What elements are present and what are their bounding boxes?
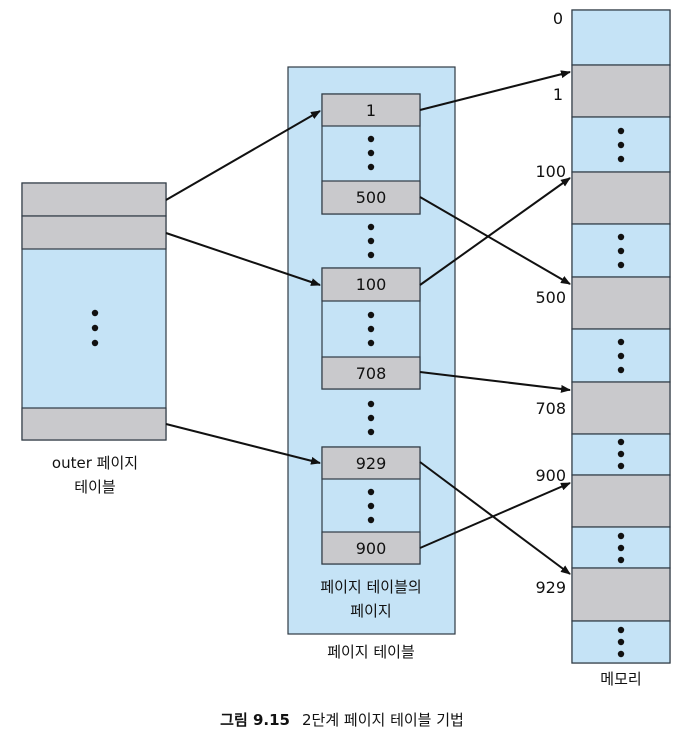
page-table-entry-900: 900 — [356, 539, 387, 558]
page-table-page-3 — [321, 446, 421, 565]
page-table-entry-929: 929 — [356, 454, 387, 473]
page-table-label: 페이지 테이블 — [327, 643, 415, 661]
vertical-ellipsis-icon — [617, 338, 625, 374]
arrow-icon — [419, 177, 571, 286]
outer-table-label-line2: 테이블 — [74, 478, 115, 496]
outer-table-label-line1: outer 페이지 — [52, 454, 138, 472]
outer-entry-1 — [21, 182, 167, 217]
memory-address-929: 929 — [535, 578, 566, 597]
arrow-icon — [165, 232, 321, 286]
arrow-icon — [419, 482, 571, 549]
arrow-icon — [419, 70, 571, 111]
arrow-icon — [419, 371, 571, 393]
vertical-ellipsis-icon — [367, 400, 375, 436]
arrow-icon — [419, 196, 571, 285]
vertical-ellipsis-icon — [91, 309, 99, 347]
page-table-entry-708: 708 — [356, 364, 387, 383]
page-table-entry-100: 100 — [356, 275, 387, 294]
mapping-arrows — [165, 70, 571, 575]
memory-frame-100 — [571, 171, 671, 225]
memory-label: 메모리 — [600, 670, 641, 688]
outer-entry-last — [21, 407, 167, 441]
vertical-ellipsis-icon — [617, 127, 625, 163]
page-table-entry-1: 1 — [366, 101, 376, 120]
arrow-icon — [165, 423, 321, 465]
memory-frame-900 — [571, 474, 671, 528]
vertical-ellipsis-icon — [367, 488, 375, 524]
memory-address-0: 0 — [553, 9, 563, 28]
memory-frame-0 — [571, 9, 671, 66]
vertical-ellipsis-icon — [617, 438, 625, 470]
figure-title: 2단계 페이지 테이블 기법 — [302, 711, 464, 729]
vertical-ellipsis-icon — [367, 311, 375, 347]
memory-column — [571, 9, 671, 664]
memory-address-900: 900 — [535, 466, 566, 485]
vertical-ellipsis-icon — [617, 532, 625, 564]
page-table-entry-500: 500 — [356, 188, 387, 207]
vertical-ellipsis-icon — [367, 223, 375, 259]
vertical-ellipsis-icon — [617, 233, 625, 269]
arrow-icon — [419, 461, 571, 575]
memory-address-100: 100 — [535, 162, 566, 181]
arrow-icon — [165, 110, 321, 201]
page-table-inner-label-line1: 페이지 테이블의 — [320, 578, 421, 596]
memory-address-708: 708 — [535, 399, 566, 418]
memory-address-1: 1 — [553, 85, 563, 104]
figure-caption: 그림 9.15 2단계 페이지 테이블 기법 — [220, 711, 464, 729]
memory-frame-500 — [571, 276, 671, 330]
memory-frame-1 — [571, 64, 671, 118]
outer-entry-2 — [21, 215, 167, 250]
outer-page-table — [21, 182, 167, 441]
figure-number: 그림 9.15 — [220, 711, 290, 729]
vertical-ellipsis-icon — [617, 626, 625, 658]
page-table-inner-label-line2: 페이지 — [350, 602, 391, 620]
page-table-page-1 — [321, 93, 421, 215]
memory-frame-929 — [571, 567, 671, 622]
memory-frame-708 — [571, 381, 671, 435]
vertical-ellipsis-icon — [367, 135, 375, 171]
memory-address-500: 500 — [535, 288, 566, 307]
